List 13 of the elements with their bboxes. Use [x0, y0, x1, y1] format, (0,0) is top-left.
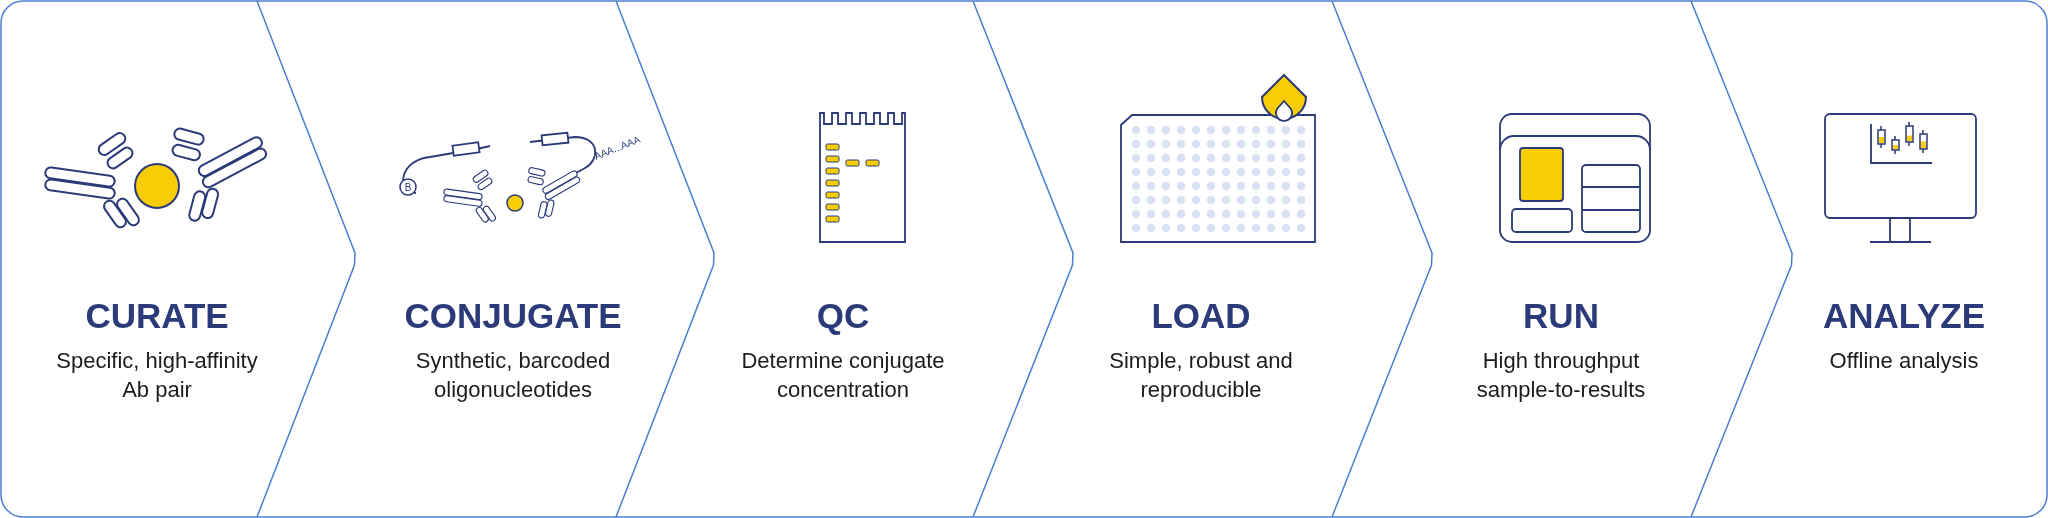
step-description: Simple, robust and reproducible [1108, 347, 1294, 404]
step-description: Offline analysis [1828, 347, 1980, 375]
step-title: LOAD [1151, 296, 1251, 336]
step-title: CONJUGATE [404, 296, 622, 336]
step-title: CURATE [85, 296, 229, 336]
step-description: High throughput sample-to-results [1475, 347, 1647, 404]
step-description: Determine conjugate concentration [740, 347, 946, 404]
biotin-label: B [404, 182, 412, 193]
step-description: Specific, high-affinity Ab pair [55, 347, 259, 404]
step-title: QC [816, 296, 870, 336]
step-description: Synthetic, barcoded oligonucleotides [414, 347, 612, 404]
step-title: RUN [1523, 296, 1599, 336]
step-title: ANALYZE [1822, 296, 1986, 336]
